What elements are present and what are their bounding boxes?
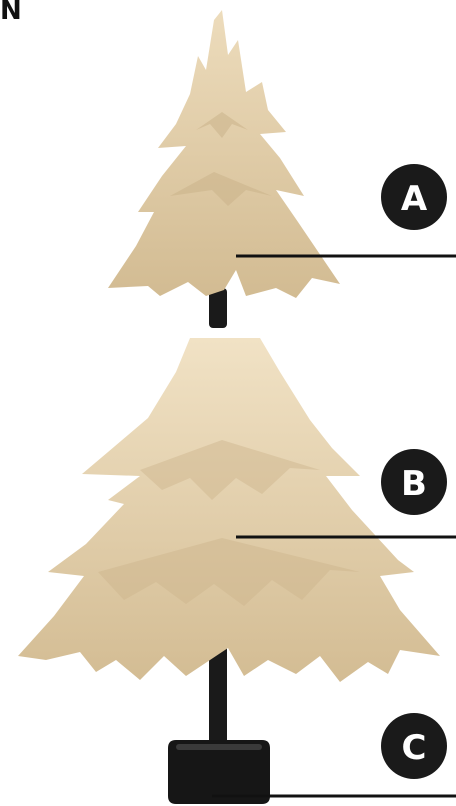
label-b-text: B (401, 464, 427, 504)
tree-lower-fold (140, 440, 320, 500)
tree-main-pole (209, 640, 227, 772)
label-c-text: C (402, 728, 427, 768)
tree-lower-foliage (18, 338, 440, 682)
label-badge-a: A (381, 164, 447, 230)
label-badge-c: C (381, 713, 447, 779)
tree-base-section-c (168, 740, 270, 804)
tree-base-highlight (176, 744, 262, 750)
corner-letter: N (0, 0, 22, 26)
tree-lower-fold (98, 538, 360, 606)
tree-top-section-a (108, 10, 340, 328)
tree-lower-section-b (18, 338, 440, 772)
tree-top-fold (170, 172, 272, 206)
tree-top-foliage (108, 10, 340, 298)
tree-base-stand (168, 740, 270, 804)
label-a-text: A (401, 179, 428, 219)
label-badge-b: B (381, 449, 447, 515)
tree-top-pole (209, 288, 227, 328)
tree-top-fold (196, 112, 248, 138)
